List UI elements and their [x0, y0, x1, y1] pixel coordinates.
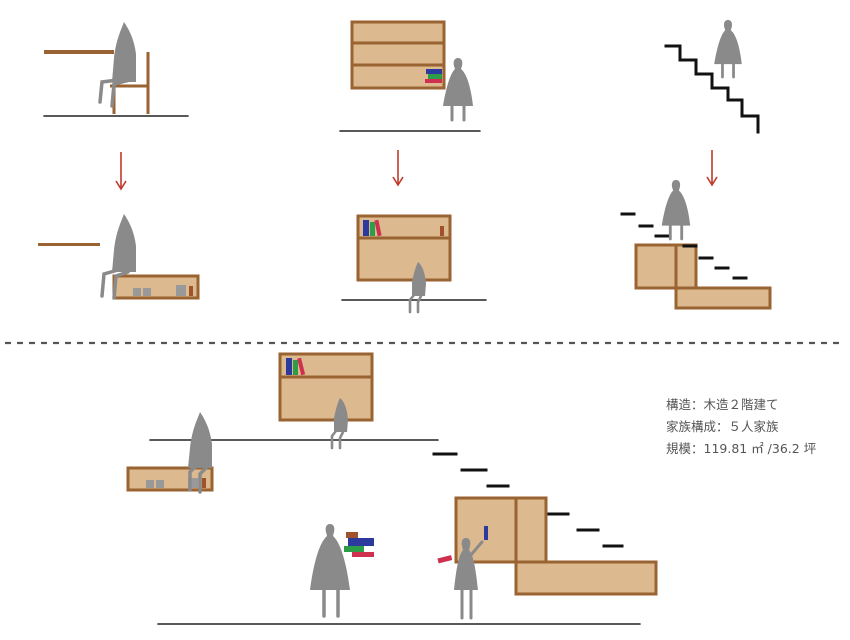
bench-storage-scene [38, 214, 200, 300]
stair-storage-scene [620, 178, 772, 310]
stairs-scene [664, 18, 760, 134]
carrying-figure [310, 524, 350, 618]
desk-chair-scene [43, 22, 189, 117]
structure-text: 構造：木造２階建て [666, 397, 779, 412]
tall-shelf-scene [339, 20, 481, 132]
combined-house-section [126, 352, 658, 625]
reaching-figure [454, 538, 484, 620]
standing-figure [441, 56, 475, 122]
seated-figure [98, 22, 136, 108]
project-info: 構造：木造２階建て 家族構成：５人家族 規模：119.81 ㎡ /36.2 坪 [666, 394, 816, 460]
stairs-figure [712, 18, 744, 79]
scale-text: 規模：119.81 ㎡ /36.2 坪 [666, 441, 817, 456]
raised-shelf-scene [341, 214, 487, 314]
family-text: 家族構成：５人家族 [666, 419, 779, 434]
